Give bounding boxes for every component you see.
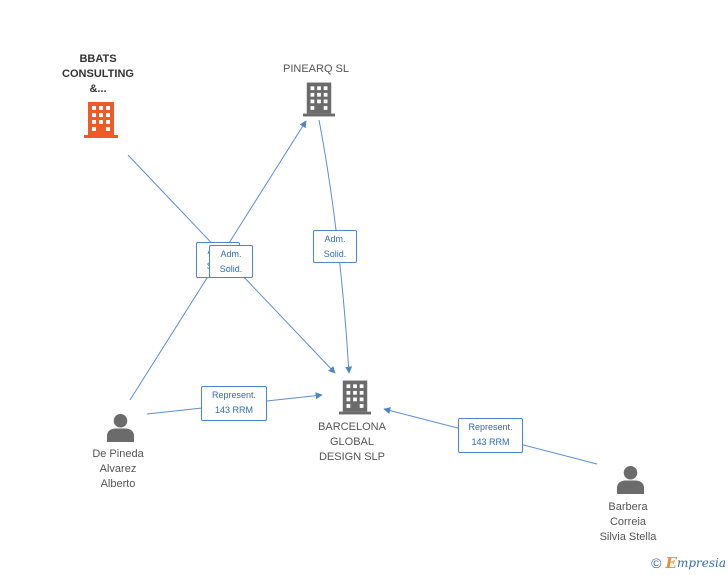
label-line: DESIGN SLP <box>318 451 386 463</box>
label-line: De Pineda <box>92 448 144 460</box>
edge-label-adm-solid-pinearq[interactable]: Adm. Solid. <box>313 230 357 263</box>
building-icon[interactable] <box>303 82 335 117</box>
person-icon[interactable] <box>106 413 135 442</box>
node-label-depineda[interactable]: De Pineda Alvarez Alberto <box>68 447 168 492</box>
empresia-logo[interactable]: © E mpresia <box>651 554 726 572</box>
label-line: PINEARQ SL <box>282 63 350 75</box>
edge-label-line: Represent. <box>468 422 513 432</box>
label-line: CONSULTING <box>62 68 134 80</box>
edge-label-line: 143 RRM <box>471 437 510 447</box>
label-line: BARCELONA <box>318 421 386 433</box>
node-label-pinearq[interactable]: PINEARQ SL <box>266 62 366 77</box>
label-line: GLOBAL <box>329 436 375 448</box>
edge-label-line: Represent. <box>211 390 257 400</box>
label-line: Correia <box>609 516 647 528</box>
building-icon[interactable] <box>339 380 371 415</box>
edge-label-line: Adm. <box>220 249 242 259</box>
label-line: Barbera <box>608 501 648 513</box>
node-label-bbats[interactable]: BBATS CONSULTING &... <box>48 52 148 97</box>
edge-label-line: Solid. <box>323 249 347 259</box>
brand-name: mpresia <box>676 556 726 570</box>
edge-label-line: Adm. <box>324 234 346 244</box>
label-line: BBATS <box>79 53 117 65</box>
edge-label-adm-solid[interactable]: Adm. Solid. <box>209 245 253 278</box>
label-line: Alberto <box>100 478 136 490</box>
edge-label-line: Solid. <box>219 264 243 274</box>
edge-label-line: 143 RRM <box>214 405 253 415</box>
label-line: &... <box>89 83 107 95</box>
edge-label-represent-left[interactable]: Represent. 143 RRM <box>201 386 267 421</box>
copyright-icon: © <box>651 555 662 571</box>
node-label-barcelona[interactable]: BARCELONA GLOBAL DESIGN SLP <box>302 420 402 465</box>
edge-label-represent-right[interactable]: Represent. 143 RRM <box>458 418 523 453</box>
building-icon[interactable] <box>84 102 118 138</box>
label-line: Silvia Stella <box>599 531 657 543</box>
person-icon[interactable] <box>616 465 645 494</box>
node-label-barbera[interactable]: Barbera Correia Silvia Stella <box>578 500 678 545</box>
label-line: Alvarez <box>99 463 137 475</box>
brand-initial: E <box>665 554 677 572</box>
